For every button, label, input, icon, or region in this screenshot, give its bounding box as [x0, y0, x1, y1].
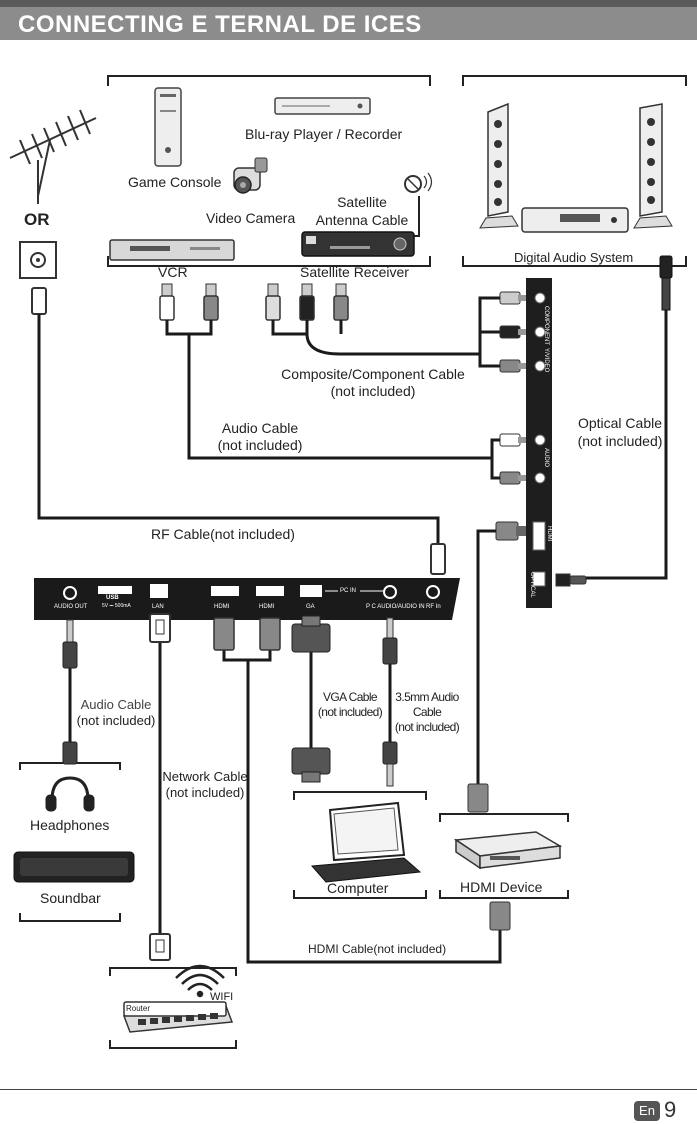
lower-plugs: [62, 741, 511, 961]
wifi-icon: [175, 964, 225, 998]
port-pc-in: PC IN: [340, 588, 357, 594]
rca-plugs-audio: [159, 283, 219, 321]
optical-plug-top: [659, 255, 673, 311]
vga-cable-label-1: VGA Cable: [323, 690, 378, 704]
av-devices-bracket-top: [107, 75, 431, 86]
tv-side-panel: [526, 278, 552, 608]
computer-label: Computer: [327, 880, 389, 896]
speaker-right-icon: [633, 103, 673, 229]
tv-back-panel: [34, 578, 460, 620]
hdmi-device-bracket-bottom: [439, 890, 569, 899]
port-pc-audio: P C AUDIO/AUDIO IN: [366, 604, 425, 610]
back-panel-plugs: [62, 613, 398, 669]
rca-plugs-composite: [265, 283, 349, 321]
vcr-icon: [109, 239, 235, 261]
port-hdmi-1: HDMI: [214, 604, 230, 610]
optical-cable-label-2: (not included): [577, 433, 663, 449]
audio-cable-label-2: (not included): [217, 437, 303, 453]
audio-cable2-label-1: Audio Cable: [80, 697, 152, 712]
optical-cable-path: [586, 310, 668, 580]
headphones-icon: [45, 776, 95, 812]
port-usb: USB: [106, 595, 119, 601]
satellite-dish-icon: [404, 172, 433, 193]
port-rf-in: RF In: [426, 604, 441, 610]
speaker-left-icon: [479, 102, 519, 229]
section-header: CONNECTING E TERNAL DE ICES: [0, 0, 697, 40]
audio-system-bracket-top: [462, 75, 687, 86]
composite-cable-path: [271, 296, 500, 368]
composite-cable-label-1: Composite/Component Cable: [281, 366, 465, 382]
antenna-icon: [9, 109, 97, 204]
page-number: 9: [664, 1097, 677, 1122]
rf-cable-path: [37, 314, 440, 544]
soundbar-label: Soundbar: [40, 890, 101, 906]
language-badge: En: [634, 1101, 660, 1121]
vcr-label: VCR: [158, 264, 188, 280]
or-label: OR: [24, 210, 50, 229]
audio35-cable-label-2: Cable: [412, 705, 442, 719]
vga-cable-label-2: (not included): [317, 705, 383, 719]
hdmi-device-label: HDMI Device: [460, 879, 543, 895]
router-icon: [122, 1001, 234, 1033]
router-label: Router: [126, 1004, 151, 1013]
headphones-label: Headphones: [30, 817, 110, 833]
audio-cable2-label-2: (not included): [76, 713, 156, 728]
side-port-video: Y/VIDEO: [543, 348, 550, 373]
port-audio-out: AUDIO OUT: [54, 604, 88, 610]
composite-cable-label-2: (not included): [330, 383, 416, 399]
page-title: CONNECTING E TERNAL DE ICES: [18, 11, 422, 38]
video-camera-label: Video Camera: [206, 210, 296, 226]
footer-divider: [0, 1089, 697, 1090]
audio-receiver-icon: [521, 207, 629, 233]
satellite-antenna-label-2: Antenna Cable: [315, 212, 409, 228]
hdmi-computer-path: [222, 650, 502, 964]
computer-bracket-top: [293, 791, 427, 800]
bluray-label: Blu-ray Player / Recorder: [245, 126, 403, 142]
router-bracket-bottom: [109, 1040, 237, 1049]
satellite-antenna-label-1: Satellite: [337, 194, 387, 210]
port-usb-sub: 5V ⎓ 500mA: [102, 603, 131, 609]
audio-cable-path: [165, 320, 500, 480]
side-port-component: COMPONENT: [543, 306, 550, 345]
soundbar-bracket: [19, 913, 121, 922]
port-hdmi-2: HDMI: [259, 604, 275, 610]
laptop-icon: [310, 801, 422, 883]
bluray-player-icon: [274, 97, 371, 115]
header-stripe: [0, 0, 697, 7]
computer-bracket-bottom: [293, 890, 427, 899]
audio-cable-label-1: Audio Cable: [221, 420, 299, 436]
satellite-receiver-label: Satellite Receiver: [300, 264, 409, 280]
side-port-hdmi: HDMI: [546, 526, 553, 542]
wall-outlet-icon: [19, 241, 57, 279]
digital-audio-label: Digital Audio System: [514, 250, 634, 265]
rf-plug-bottom: [430, 543, 446, 575]
network-cable-label-1: Network Cable: [162, 769, 248, 784]
rf-cable-label: RF Cable(not included): [151, 526, 295, 542]
satellite-receiver-icon: [301, 231, 415, 257]
side-port-audio: AUDIO: [543, 448, 550, 468]
wifi-label: WIFI: [210, 991, 234, 1003]
av-devices-bracket-bottom: [107, 256, 431, 267]
router-bracket-top: [109, 967, 237, 976]
audio35-cable-label-1: 3.5mm Audio: [395, 690, 459, 704]
rf-plug-top: [31, 287, 47, 315]
hdmi-device-bracket-top: [439, 813, 569, 822]
game-console-label: Game Console: [128, 174, 222, 190]
side-hdmi-cable-path: [476, 529, 496, 784]
game-console-icon: [154, 87, 182, 167]
port-lan: LAN: [152, 604, 164, 610]
side-port-optical: OPTICAL: [529, 572, 536, 598]
audio35-cable-label-3: (not included): [394, 720, 460, 734]
hdmi-cable-label: HDMI Cable(not included): [308, 942, 447, 956]
optical-cable-label-1: Optical Cable: [577, 415, 663, 431]
network-cable-label-2: (not included): [165, 785, 245, 800]
audio-system-bracket-bottom: [462, 256, 687, 267]
port-vga: GA: [306, 604, 315, 610]
soundbar-icon: [13, 851, 135, 883]
video-camera-icon: [233, 157, 268, 194]
hdmi-device-icon: [453, 831, 563, 870]
